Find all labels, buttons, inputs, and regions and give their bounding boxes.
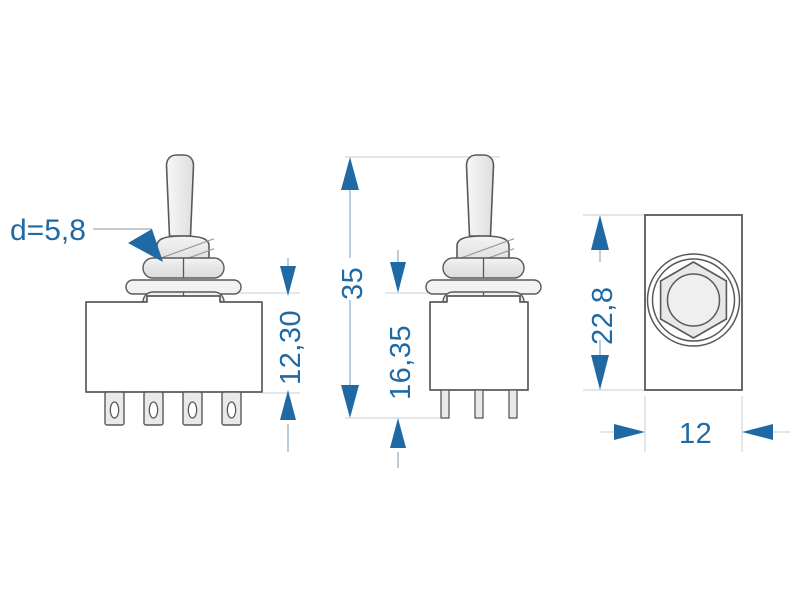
- dimension-body-height-value: 12,30: [275, 310, 307, 385]
- toggle-lever: [465, 154, 495, 237]
- switch-body: [429, 295, 529, 391]
- terminal-lug-4: [221, 391, 242, 426]
- dimension-body-height: 12,30: [275, 258, 307, 452]
- side-view-terminals: [440, 389, 518, 419]
- side-view: 35 16,35: [337, 154, 542, 468]
- thread-diameter-leader: [93, 228, 163, 262]
- dimension-panel-width-value: 12: [679, 418, 712, 450]
- dimension-overall-height-value: 35: [337, 267, 369, 300]
- toggle-lever: [165, 154, 195, 237]
- upper-hex-nut: [442, 257, 525, 279]
- switch-body: [85, 295, 263, 393]
- terminal-pin-2: [474, 389, 484, 419]
- front-view-terminals: [104, 391, 242, 426]
- upper-hex-nut: [142, 257, 225, 279]
- top-view: 22,8 12: [583, 214, 790, 452]
- terminal-pin-1: [440, 389, 450, 419]
- terminal-pin-3: [508, 389, 518, 419]
- terminal-lug-1: [104, 391, 125, 426]
- dimension-panel-height: 22,8: [587, 215, 619, 390]
- terminal-lug-2: [143, 391, 164, 426]
- terminal-lug-3: [182, 391, 203, 426]
- front-view: d=5,8 12,30: [10, 154, 307, 452]
- dimension-overall-height: 35: [337, 157, 369, 418]
- thread-diameter-label: d=5,8: [10, 214, 86, 247]
- bushing-bore-circle: [666, 273, 721, 327]
- dimension-body-pin-height-value: 16,35: [385, 325, 417, 400]
- dimension-panel-width: 12: [614, 418, 773, 450]
- dimension-panel-height-value: 22,8: [587, 287, 619, 345]
- dimension-body-pin-height: 16,35: [385, 250, 417, 468]
